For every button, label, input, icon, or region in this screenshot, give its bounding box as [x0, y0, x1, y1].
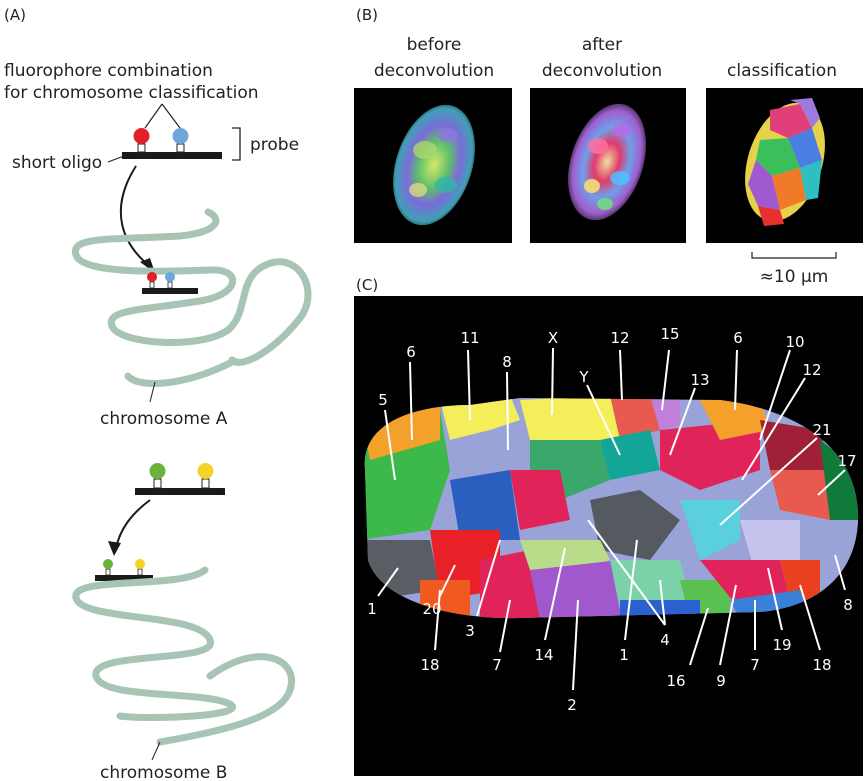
chromosome-b-label: chromosome B [100, 763, 227, 781]
scale-bar [751, 252, 837, 259]
bound-probe-a [142, 272, 198, 294]
chromosome-a-strand [71, 208, 312, 366]
classification-image [706, 88, 863, 243]
chromosome-label: 15 [660, 325, 679, 343]
blue-fluorophore-icon [172, 128, 189, 144]
chromosome-label: 18 [812, 656, 831, 674]
green-fluorophore-icon [103, 559, 113, 569]
nucleus-territories [364, 398, 859, 619]
chromosome-label: 21 [812, 421, 831, 439]
blue-fluorophore-icon [165, 272, 175, 282]
chromosome-label: 2 [567, 696, 577, 714]
red-fluorophore-icon [147, 272, 157, 282]
probe-b-top [135, 463, 225, 495]
chromosome-label: 8 [502, 353, 512, 371]
chromosome-a-tail [124, 358, 236, 388]
chromosome-label: 20 [422, 600, 441, 618]
chromosome-label: 9 [716, 672, 726, 690]
short-oligo-label: short oligo [12, 153, 102, 173]
fluorophore-stem [149, 281, 155, 289]
probe-bracket [232, 127, 241, 161]
chromosome-label: 14 [534, 646, 553, 664]
probe-label: probe [250, 135, 299, 155]
caption-pointer-blue [161, 103, 181, 129]
fluorophore-stem [167, 281, 173, 289]
chromosome-label: X [548, 329, 558, 347]
panel-b: (B) before deconvolution after deconvolu… [354, 6, 863, 287]
fluorophore-stem [137, 568, 143, 576]
bound-probe-b [95, 559, 153, 581]
caption-pointer-red [144, 103, 163, 129]
chromosome-label: 19 [772, 636, 791, 654]
chromosome-label: 3 [465, 622, 475, 640]
chromosome-label: 12 [802, 361, 821, 379]
chromosome-label: 4 [660, 631, 670, 649]
chromosome-label: Y [578, 368, 589, 386]
hybridize-arrow-b [115, 499, 151, 549]
chromosome-a-pointer [149, 381, 156, 403]
probe-bar [95, 575, 153, 581]
scale-bar-label: ≈10 μm [760, 267, 829, 287]
after-deconvolution-image [530, 88, 686, 243]
probe-bar [142, 288, 198, 294]
panel-c: (C) [354, 276, 863, 776]
fluorophore-stem [137, 143, 146, 153]
fluorophore-stem [176, 143, 185, 153]
probe-bar [122, 152, 222, 159]
fluorophore-stem [153, 478, 162, 489]
chromosome-label: 13 [690, 371, 709, 389]
red-fluorophore-icon [133, 128, 150, 144]
probe-a-top [122, 128, 222, 159]
yellow-fluorophore-icon [135, 559, 145, 569]
oligo-pointer [107, 155, 125, 163]
arrow-head-b [108, 541, 121, 556]
panel-b-label: (B) [356, 6, 378, 24]
image1-caption-line1: before [407, 35, 462, 55]
image1-caption-line2: deconvolution [374, 61, 494, 81]
panel-a: (A) fluorophore combination for chromoso… [4, 6, 312, 781]
chromosome-label: 10 [785, 333, 804, 351]
image2-caption-line1: after [582, 35, 622, 55]
fluorophore-caption-line1: fluorophore combination [4, 61, 213, 81]
image2-caption-line2: deconvolution [542, 61, 662, 81]
chromosome-b-strand [72, 566, 237, 721]
fluorophore-stem [201, 478, 210, 489]
chromosome-label: 1 [367, 600, 377, 618]
before-deconvolution-image [354, 88, 512, 243]
hybridize-arrow-a [119, 165, 153, 269]
yellow-fluorophore-icon [197, 463, 214, 479]
fluorophore-stem [105, 568, 111, 576]
chromosome-label: 6 [406, 343, 416, 361]
chromosome-label: 18 [420, 656, 439, 674]
chromosome-a-label: chromosome A [100, 409, 228, 429]
green-fluorophore-icon [149, 463, 166, 479]
chromosome-label: 12 [610, 329, 629, 347]
chromosome-label: 11 [460, 329, 479, 347]
chromosome-b-loop [156, 653, 295, 746]
panel-a-label: (A) [4, 6, 26, 24]
image3-caption: classification [727, 61, 837, 81]
chromosome-b-pointer [151, 741, 161, 761]
chromosome-label: 7 [750, 656, 760, 674]
chromosome-label: 17 [837, 452, 856, 470]
chromosome-label: 5 [378, 391, 388, 409]
chromosome-label: 1 [619, 646, 629, 664]
panel-c-label: (C) [356, 276, 378, 294]
chromosome-label: 8 [843, 596, 853, 614]
leader-lines [377, 347, 846, 691]
probe-bar [135, 488, 225, 495]
fluorophore-caption-line2: for chromosome classification [4, 83, 259, 103]
chromosome-label: 7 [492, 656, 502, 674]
chromosome-label: 16 [666, 672, 685, 690]
chromosome-label: 6 [733, 329, 743, 347]
chromosome-labels-top: 6 11 X 12 15 6 10 5 8 Y 13 12 21 17 [378, 325, 856, 470]
chromosome-labels-bottom: 1 20 3 18 7 14 2 1 4 16 9 7 19 18 8 [367, 596, 853, 714]
